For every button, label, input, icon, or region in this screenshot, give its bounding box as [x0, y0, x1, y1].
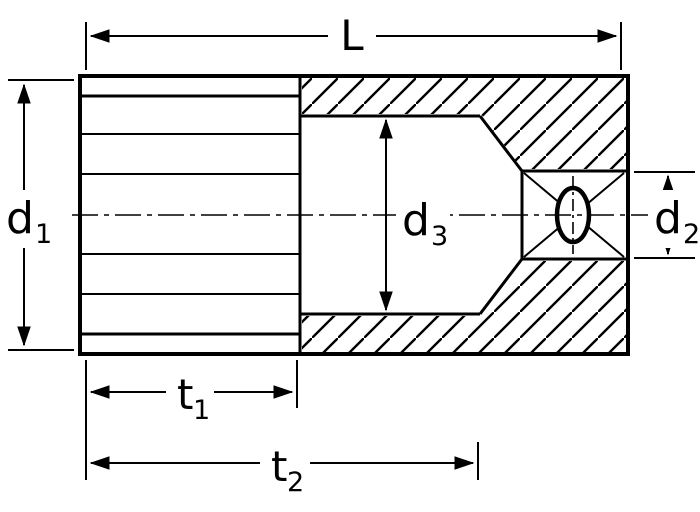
label-d3: d — [402, 195, 430, 246]
dimension-d3: d 3 — [379, 118, 450, 312]
label-mask — [648, 190, 700, 248]
dimension-t1: t 1 — [85, 360, 298, 480]
section-hatch-top — [302, 78, 626, 169]
label-mask — [166, 370, 214, 422]
hex-end-lines — [82, 78, 302, 352]
dimension-t2: t 2 — [89, 442, 479, 498]
label-d2: d — [654, 193, 682, 244]
section-hatch-bottom — [302, 261, 626, 352]
label-d1: d — [6, 193, 34, 244]
label-mask — [328, 12, 376, 56]
label-t1-subscript: 1 — [193, 395, 210, 426]
inner-bore-outline — [300, 114, 524, 316]
label-d2-subscript: 2 — [683, 219, 700, 250]
label-d1-subscript: 1 — [35, 219, 52, 250]
bore-chamfer-bottom — [478, 258, 524, 315]
label-d3-subscript: 3 — [431, 221, 448, 252]
label-mask — [396, 192, 450, 250]
label-mask — [0, 190, 54, 248]
label-t1: t — [177, 370, 193, 419]
bore-chamfer-top — [478, 115, 524, 172]
dimension-d2: d 2 — [634, 171, 700, 259]
label-t2: t — [271, 442, 287, 491]
label-L: L — [340, 11, 364, 60]
dimension-L: L — [85, 11, 622, 70]
label-mask — [260, 442, 310, 496]
label-t2-subscript: 2 — [287, 467, 304, 498]
dimension-d1: d 1 — [0, 79, 74, 351]
